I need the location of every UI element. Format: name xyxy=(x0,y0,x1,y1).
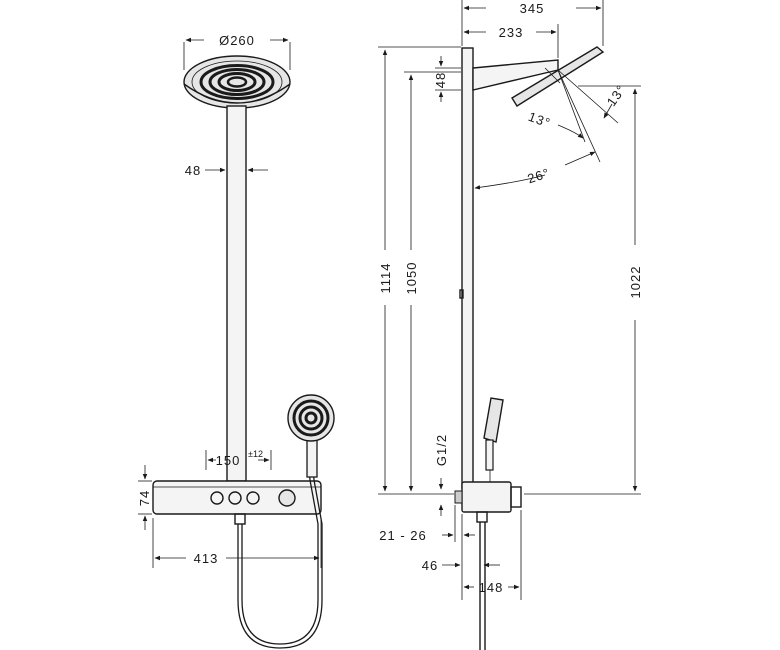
dim-angle-26: 26° xyxy=(526,165,552,186)
select-button-3 xyxy=(246,491,260,505)
dim-total-width: 413 xyxy=(194,551,219,566)
dim-height-1114: 1114 xyxy=(378,263,393,294)
dim-valve-spacing: 150 xyxy=(216,453,241,468)
dim-outlet-offset: 46 xyxy=(422,558,438,573)
overhead-shower-head xyxy=(183,55,291,109)
dim-wall-gap: 21 - 26 xyxy=(379,528,426,543)
dim-height-1022: 1022 xyxy=(628,266,643,299)
thermostat-body xyxy=(152,480,322,515)
side-hand-shower xyxy=(483,397,504,482)
dim-pipe-width: 48 xyxy=(185,163,201,178)
dim-body-depth: 148 xyxy=(479,580,504,595)
thermostat-knob xyxy=(278,489,296,507)
hand-shower xyxy=(287,394,335,478)
riser-pipe xyxy=(226,105,247,482)
dim-height-1050: 1050 xyxy=(404,262,419,295)
dim-arm-height: 48 xyxy=(433,72,448,88)
select-button-1 xyxy=(210,491,224,505)
shower-hose xyxy=(237,454,323,649)
side-riser-pipe xyxy=(461,47,474,489)
dim-projection-arm: 233 xyxy=(499,25,524,40)
dim-angle-13-left: 13° xyxy=(526,109,552,131)
dim-valve-tolerance: ±12 xyxy=(248,449,263,459)
side-thermostat-body xyxy=(461,481,512,513)
dim-projection-total: 345 xyxy=(520,1,545,16)
select-button-2 xyxy=(228,491,242,505)
side-shower-head xyxy=(511,46,605,107)
front-view: Ø260 48 150 ±12 74 413 xyxy=(137,33,335,649)
dim-thread: G1/2 xyxy=(434,434,449,466)
side-view: 345 233 48 1114 1050 1022 G1/2 xyxy=(378,0,643,650)
dim-body-height: 74 xyxy=(137,490,152,506)
dim-head-diameter: Ø260 xyxy=(219,33,255,48)
